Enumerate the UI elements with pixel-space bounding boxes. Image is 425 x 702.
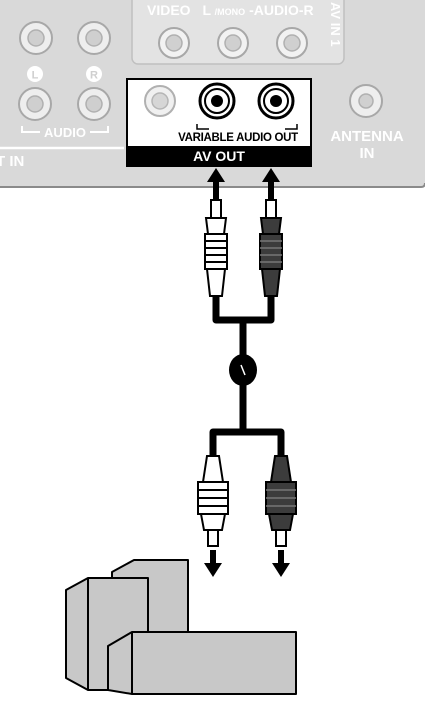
variable-audio-out-label: VARIABLE AUDIO OUT [178,132,298,144]
av-in1-audio-r-jack[interactable] [276,27,308,59]
top-left-white-plug [204,199,228,297]
arrow-down-left-icon [204,550,222,577]
arrow-up-left-icon [207,168,225,200]
left-top-jack-1[interactable] [19,21,53,55]
arrow-down-right-icon [272,550,290,577]
l-label: L [202,2,211,18]
av-out-label-bar [128,146,310,165]
cable-ferrite-core [229,354,257,386]
variable-audio-out-r-jack[interactable] [257,82,295,120]
av-in1-audio-l-jack[interactable] [217,27,249,59]
left-audio-r-jack[interactable] [77,87,111,121]
av-in1-label: AV IN 1 [328,2,343,47]
bottom-left-white-plug [197,455,229,547]
left-jack-l-badge: L [27,66,43,82]
tv-back-panel: VIDEO L /MONO -AUDIO-R AV IN 1 [0,0,425,188]
video-label: VIDEO [147,2,191,18]
av-in1-video-jack[interactable] [158,27,190,59]
left-audio-label: AUDIO [44,125,86,140]
left-section-label: T IN [0,153,24,170]
av-in1-inputs-label: VIDEO L /MONO -AUDIO-R [147,2,314,18]
audio-equipment-icon [65,559,297,695]
top-right-dark-plug [259,199,283,297]
antenna-in-jack[interactable] [349,84,383,118]
bottom-right-dark-plug [265,455,297,547]
arrow-up-right-icon [262,168,280,200]
antenna-label-line2: IN [360,145,375,162]
left-top-jack-2[interactable] [77,21,111,55]
mono-label: /MONO [215,7,246,17]
audio-r-label: -AUDIO-R [249,2,314,18]
av-out-label: AV OUT [193,148,245,164]
left-audio-l-jack[interactable] [18,87,52,121]
left-jack-r-text: R [90,70,98,82]
antenna-label-line1: ANTENNA [330,128,403,145]
left-jack-l-text: L [32,70,39,82]
left-jack-r-badge: R [86,66,102,82]
variable-audio-out-l-jack[interactable] [198,82,236,120]
av-out-video-jack[interactable] [144,85,176,117]
left-audio-bracket: AUDIO [21,125,109,140]
av-out-section: VARIABLE AUDIO OUT AV OUT [126,78,312,167]
